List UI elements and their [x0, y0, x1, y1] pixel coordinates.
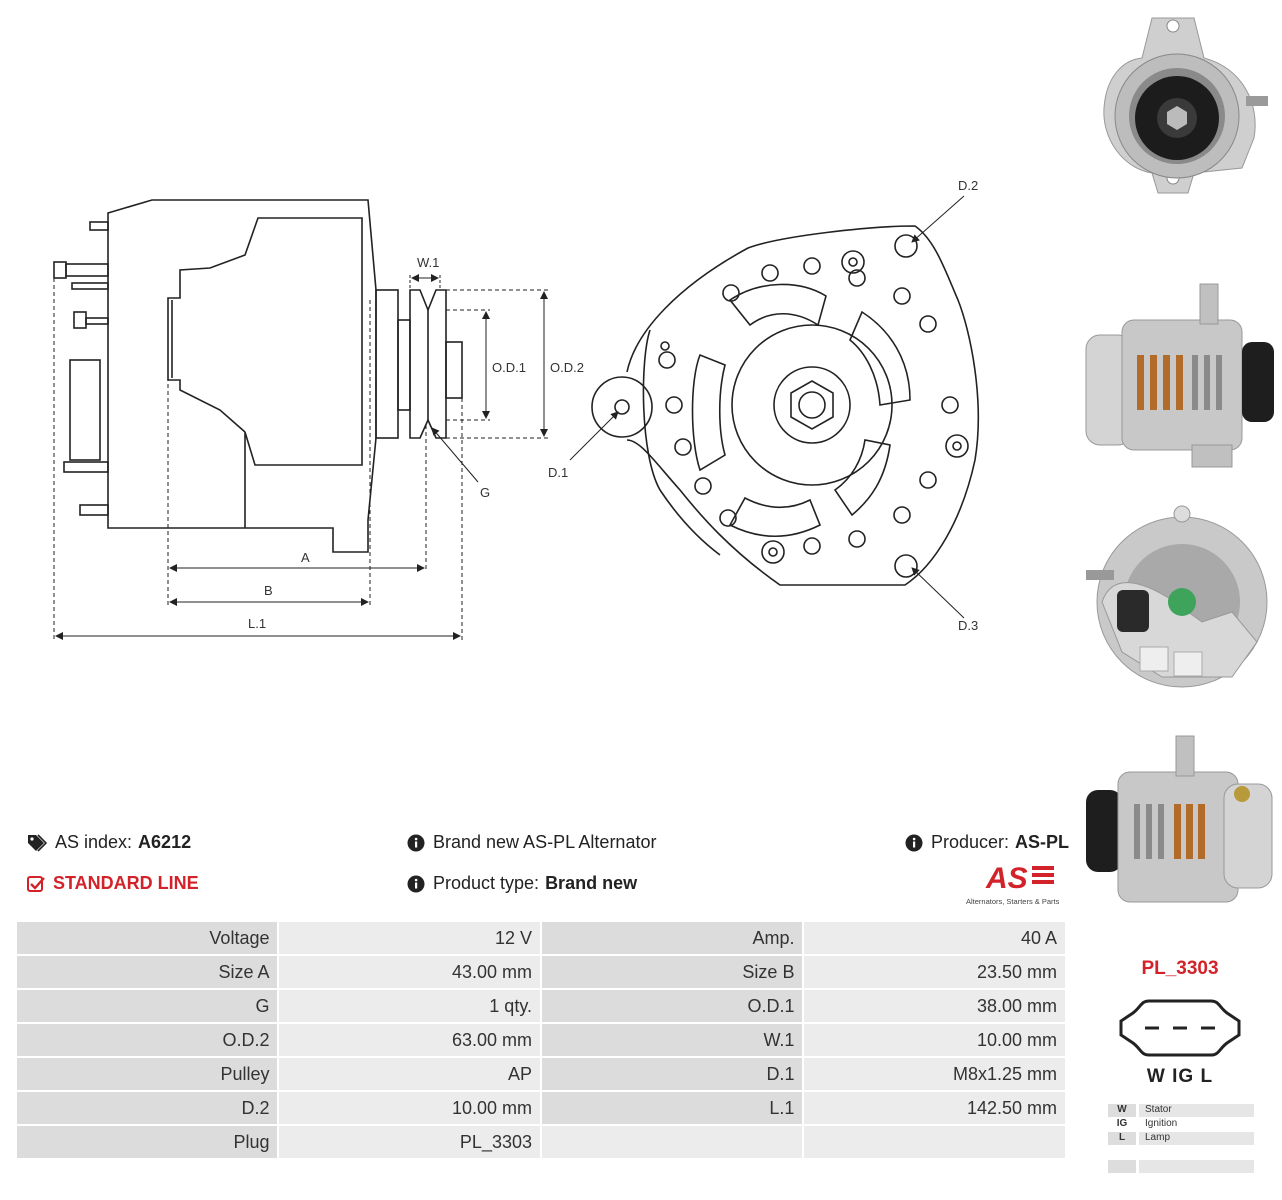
spec-label: D.2 [14, 1090, 280, 1126]
spec-value: 10.00 mm [277, 1090, 542, 1126]
spec-value [802, 1124, 1067, 1160]
info-icon [407, 875, 425, 893]
spec-value: PL_3303 [277, 1124, 542, 1160]
spec-label: W.1 [539, 1022, 805, 1058]
product-photo-side[interactable] [1082, 280, 1278, 470]
plug-title: PL_3303 [1141, 958, 1219, 979]
spec-value: 1 qty. [277, 988, 542, 1024]
spec-value: 12 V [277, 920, 542, 956]
spec-label: G [14, 988, 280, 1024]
brand-new-info: Brand new AS-PL Alternator [407, 832, 656, 853]
plug-pins: W IG L [1146, 1066, 1214, 1087]
product-photo-front[interactable] [1082, 8, 1278, 198]
spec-label: Voltage [14, 920, 280, 956]
label-d3: D.3 [958, 618, 978, 633]
spec-value: 23.50 mm [802, 954, 1067, 990]
legend-desc: Stator [1139, 1104, 1254, 1117]
legend-desc: Ignition [1139, 1118, 1254, 1131]
spec-label: Size A [14, 954, 280, 990]
product-photo-rear[interactable] [1082, 502, 1278, 692]
product-type-value: Brand new [545, 873, 638, 893]
technical-drawing: W.1 O.D.1 O.D.2 G A B L.1 [53, 178, 980, 640]
label-d1: D.1 [548, 465, 568, 480]
spec-value: 10.00 mm [802, 1022, 1067, 1058]
info-icon [407, 834, 425, 852]
spec-value: M8x1.25 mm [802, 1056, 1067, 1092]
label-od2: O.D.2 [550, 360, 584, 375]
side-dimensions [53, 274, 548, 640]
label-l1: L.1 [248, 616, 266, 631]
legend-desc: Lamp [1139, 1132, 1254, 1145]
logo-tagline: Alternators, Starters & Parts [966, 897, 1060, 906]
tags-icon [27, 833, 47, 852]
spec-label: Amp. [539, 920, 805, 956]
label-b: B [264, 583, 273, 598]
legend-key: IG [1108, 1118, 1136, 1131]
spec-value: 38.00 mm [802, 988, 1067, 1024]
front-dimensions [569, 195, 965, 619]
product-photo-angled[interactable] [1082, 732, 1278, 922]
producer-label: Producer: [931, 832, 1010, 852]
legend-row-empty [1108, 1160, 1254, 1173]
spec-label: Plug [14, 1124, 280, 1160]
product-type-label: Product type: [433, 873, 540, 893]
spec-value: AP [277, 1056, 542, 1092]
spec-value: 40 A [802, 920, 1067, 956]
spec-label: D.1 [539, 1056, 805, 1092]
alternator-side-view [53, 199, 463, 553]
label-od1: O.D.1 [492, 360, 526, 375]
spec-label: O.D.1 [539, 988, 805, 1024]
legend-key: L [1108, 1132, 1136, 1145]
spec-value: 43.00 mm [277, 954, 542, 990]
legend-key: W [1108, 1104, 1136, 1117]
plug-connector-icon [1119, 999, 1241, 1057]
spec-label: Size B [539, 954, 805, 990]
standard-line-text: STANDARD LINE [53, 873, 199, 893]
alternator-front-view [591, 225, 980, 586]
label-g: G [480, 485, 490, 500]
as-index-value: A6212 [138, 832, 192, 852]
spec-value: 63.00 mm [277, 1022, 542, 1058]
label-a: A [301, 550, 310, 565]
standard-line: STANDARD LINE [27, 873, 199, 894]
producer-value: AS-PL [1015, 832, 1070, 852]
as-pl-logo: AS Alternators, Starters & Parts [966, 862, 1060, 906]
product-type: Product type: Brand new [407, 873, 637, 894]
producer: Producer: AS-PL [905, 832, 1069, 853]
spec-label: Pulley [14, 1056, 280, 1092]
info-icon [905, 834, 923, 852]
logo-mark: AS [985, 862, 1028, 895]
spec-label: L.1 [539, 1090, 805, 1126]
spec-value: 142.50 mm [802, 1090, 1067, 1126]
label-d2: D.2 [958, 178, 978, 193]
label-w1: W.1 [417, 255, 439, 270]
brand-new-text: Brand new AS-PL Alternator [433, 832, 657, 852]
as-index-label: AS index: [55, 832, 133, 852]
checkbox-icon [27, 875, 45, 893]
spec-label: O.D.2 [14, 1022, 280, 1058]
as-index: AS index: A6212 [27, 832, 191, 853]
spec-label [539, 1124, 805, 1160]
legend-row-empty [1108, 1146, 1254, 1159]
